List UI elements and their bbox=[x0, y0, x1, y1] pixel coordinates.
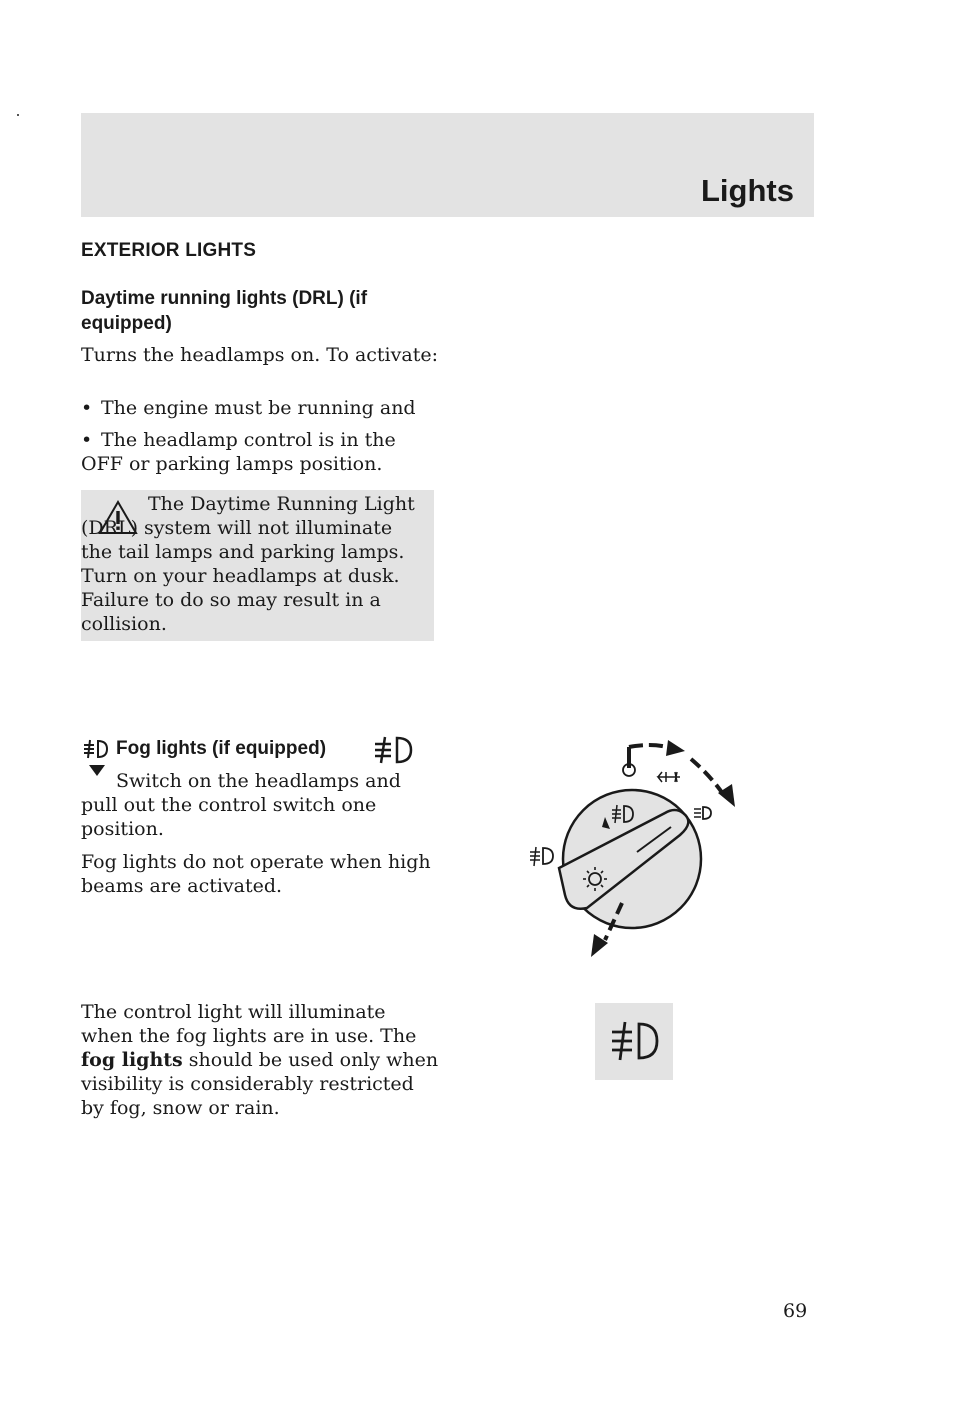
drl-intro: Turns the headlamps on. To activate: bbox=[81, 344, 438, 366]
warning-text: The Daytime Running Light (DRL) system w… bbox=[81, 493, 415, 635]
fog-light-icon bbox=[84, 739, 109, 759]
list-item-text: The headlamp control is in the OFF or pa… bbox=[81, 429, 396, 475]
page-number: 69 bbox=[783, 1300, 808, 1322]
headlamp-switch-diagram bbox=[530, 740, 735, 957]
fog-light-icon bbox=[612, 1021, 659, 1061]
fog-instruction: Switch on the headlamps and pull out the… bbox=[81, 770, 401, 840]
fog-lights-heading: Fog lights (if equipped) bbox=[116, 738, 327, 759]
section-title: Lights bbox=[701, 173, 794, 208]
exterior-lights-heading: EXTERIOR LIGHTS bbox=[81, 240, 257, 261]
page-mark bbox=[17, 114, 19, 116]
fog-light-icon bbox=[375, 736, 413, 764]
fog-note: Fog lights do not operate when high beam… bbox=[81, 851, 431, 897]
warning-box: The Daytime Running Light (DRL) system w… bbox=[81, 490, 434, 641]
fog-lights-bold: fog lights bbox=[81, 1049, 183, 1071]
control-light-text: The control light will illuminate when t… bbox=[81, 1000, 441, 1120]
list-item-text: The engine must be running and bbox=[101, 397, 416, 419]
triangle-down-icon bbox=[89, 765, 105, 776]
list-item: • The engine must be running and bbox=[81, 396, 441, 420]
bullet-icon: • bbox=[81, 429, 93, 451]
control-light-text-end: should be used only when visibility is c… bbox=[81, 1049, 439, 1119]
warning-triangle-icon bbox=[98, 500, 138, 534]
fog-heading-row: Fog lights (if equipped) bbox=[81, 735, 441, 795]
control-light-text-start: The control light will illuminate when t… bbox=[81, 1001, 417, 1047]
drl-heading: Daytime running lights (DRL) (if equippe… bbox=[81, 288, 368, 334]
fog-indicator-box bbox=[595, 1003, 673, 1080]
section-header: Lights bbox=[81, 113, 814, 217]
bullet-icon: • bbox=[81, 397, 93, 419]
list-item: •The headlamp control is in the OFF or p… bbox=[81, 428, 441, 476]
